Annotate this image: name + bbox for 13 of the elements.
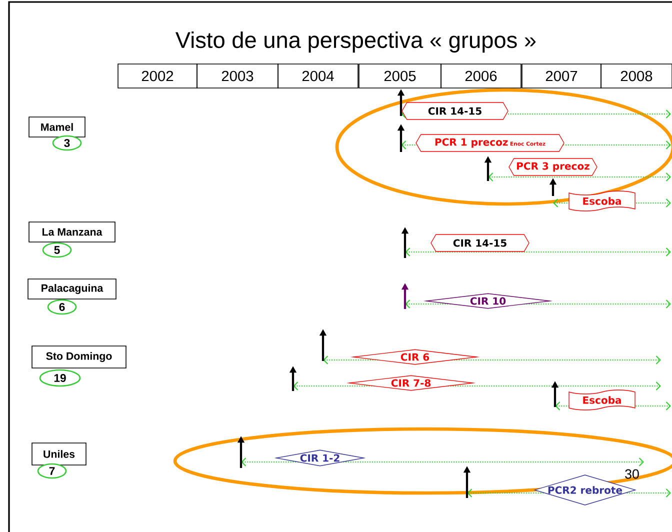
year-cell: 2002 bbox=[118, 64, 198, 88]
year-cell: 2005 bbox=[358, 64, 442, 88]
hexagon-label: PCR 3 precoz bbox=[508, 158, 598, 176]
year-cell: 2003 bbox=[196, 64, 278, 88]
year-cell: 2007 bbox=[522, 64, 602, 88]
title: Visto de una perspectiva « grupos » bbox=[176, 31, 536, 53]
banner-label: Escoba bbox=[568, 190, 636, 212]
hexagon-label: CIR 14-15 bbox=[430, 234, 530, 252]
banner-label: Escoba bbox=[568, 390, 636, 410]
year-cell: 2006 bbox=[440, 64, 522, 88]
year-cell: 2004 bbox=[278, 64, 358, 88]
hexagon-label: CIR 14-15 bbox=[402, 102, 508, 120]
year-cell: 2008 bbox=[600, 64, 672, 88]
